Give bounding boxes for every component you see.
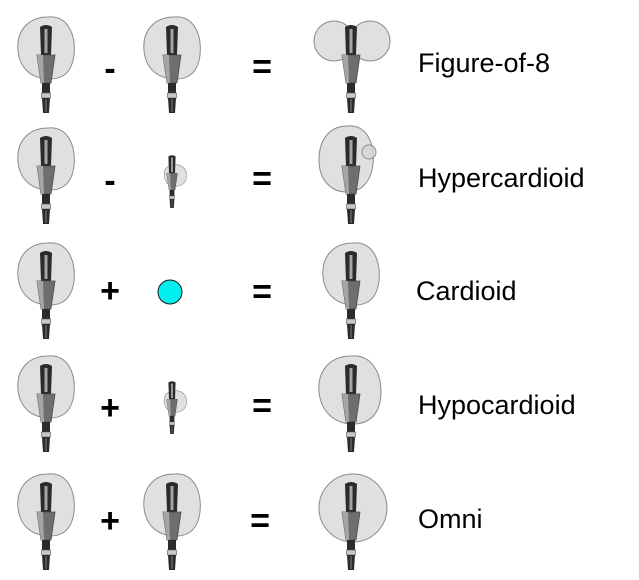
microphone-body [36,25,56,113]
microphone-body [36,364,56,452]
row-2-result-pattern [318,125,377,224]
microphone-body [166,155,178,208]
omni-dot-icon [157,279,183,305]
microphone-body [341,251,361,339]
cardioid-mic-icon [17,242,75,339]
cardioid-mic-icon [322,242,380,339]
row-3-left-pattern [17,242,75,339]
small-cardioid-mic-icon [163,155,187,208]
row-5-pattern-label: Omni [418,504,483,534]
row-5-equals: = [250,502,270,540]
microphone-body [166,381,178,434]
row-2-pattern-label: Hypercardioid [418,163,585,193]
hypercardioid-mic-icon [318,125,377,224]
omni-mic-icon [318,473,388,570]
row-2-equals: = [252,160,272,198]
cardioid-mic-icon [17,355,75,452]
row-3-right-pattern [157,279,183,305]
microphone-body [36,136,56,224]
row-1-right-pattern [143,16,201,113]
row-2-right-pattern [163,155,187,208]
row-figure-of-8: - = Figure-of-8 [17,16,550,113]
microphone-body [341,25,361,113]
microphone-body [341,136,361,224]
row-3-equals: = [252,273,272,311]
microphone-body [341,364,361,452]
row-hypocardioid: + = Hypocardioid [17,355,576,452]
row-3-operator: + [100,272,120,310]
row-4-result-pattern [318,355,382,452]
row-5-left-pattern [17,473,75,570]
microphone-body [162,25,182,113]
row-2-operator: - [104,162,115,200]
row-4-pattern-label: Hypocardioid [418,390,576,420]
small-cardioid-mic-icon [163,381,187,434]
row-4-equals: = [252,387,272,425]
rear-lobe [361,144,377,160]
row-1-pattern-label: Figure-of-8 [418,48,550,78]
row-2-left-pattern [17,127,75,224]
row-4-right-pattern [163,381,187,434]
row-1-result-pattern [313,20,391,113]
row-1-equals: = [252,48,272,86]
row-4-left-pattern [17,355,75,452]
cardioid-mic-icon [143,16,201,113]
row-1-left-pattern [17,16,75,113]
cardioid-mic-icon [17,127,75,224]
row-5-right-pattern [143,473,201,570]
figure-of-8-mic-icon [313,20,391,113]
row-5-operator: + [100,502,120,540]
microphone-body [341,482,361,570]
row-3-pattern-label: Cardioid [416,276,517,306]
omni-dot [157,279,183,305]
row-3-result-pattern [322,242,380,339]
row-4-operator: + [100,389,120,427]
row-omni: + = Omni [17,473,483,570]
microphone-body [36,482,56,570]
row-cardioid: + = Cardioid [17,242,517,339]
cardioid-mic-icon [17,16,75,113]
hypocardioid-mic-icon [318,355,382,452]
cardioid-mic-icon [143,473,201,570]
row-1-operator: - [104,50,115,88]
microphone-body [162,482,182,570]
microphone-body [36,251,56,339]
row-5-result-pattern [318,473,388,570]
cardioid-mic-icon [17,473,75,570]
row-hypercardioid: - = Hypercardioid [17,125,585,224]
